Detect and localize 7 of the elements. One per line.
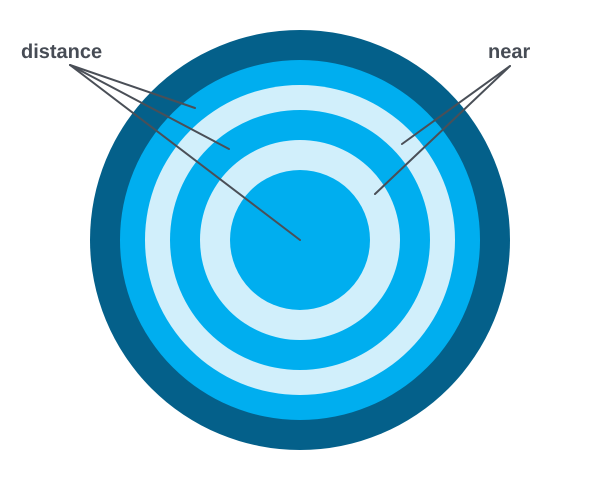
- callout-label: distance: [21, 40, 102, 64]
- leader-line: [69, 64, 301, 241]
- leader-line: [69, 64, 196, 109]
- leader-line: [69, 64, 230, 150]
- leader-line: [374, 65, 511, 195]
- leader-line: [401, 65, 511, 145]
- callout-label: near: [488, 40, 530, 64]
